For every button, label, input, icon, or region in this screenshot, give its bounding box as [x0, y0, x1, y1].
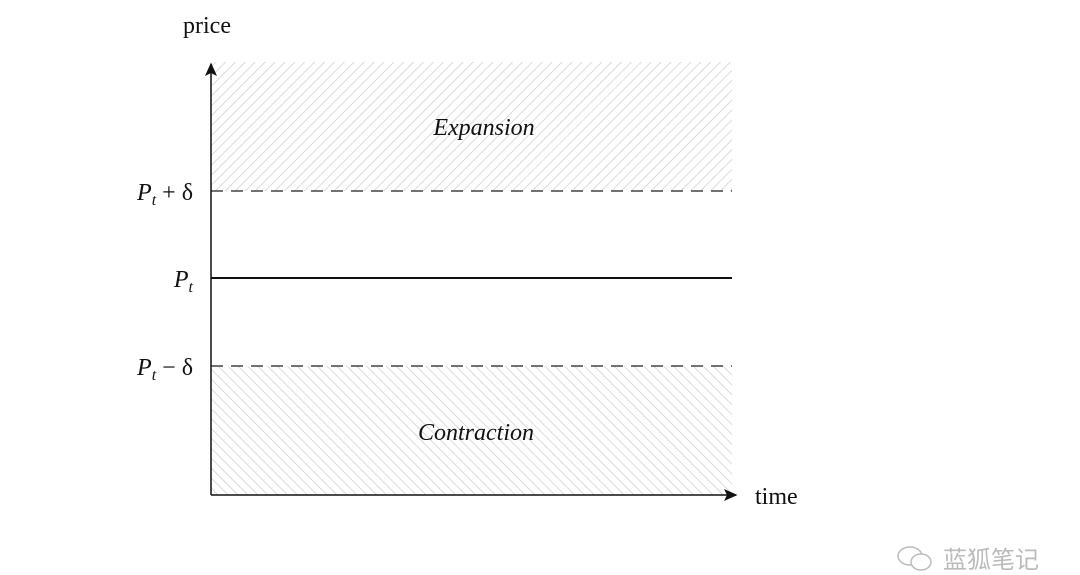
price-level-label: Pt [173, 267, 194, 296]
upper-level-label: Pt + δ [136, 180, 193, 209]
lower-level-label: Pt − δ [136, 355, 193, 384]
expansion-region [211, 62, 732, 191]
watermark: 蓝狐笔记 [895, 540, 1039, 575]
wechat-icon [897, 545, 932, 571]
x-axis-label: time [755, 484, 798, 510]
expansion-label: Expansion [432, 115, 534, 141]
watermark-text: 蓝狐笔记 [943, 546, 1039, 574]
contraction-label: Contraction [418, 420, 534, 446]
y-axis-label: price [183, 13, 231, 39]
contraction-region [211, 366, 732, 495]
